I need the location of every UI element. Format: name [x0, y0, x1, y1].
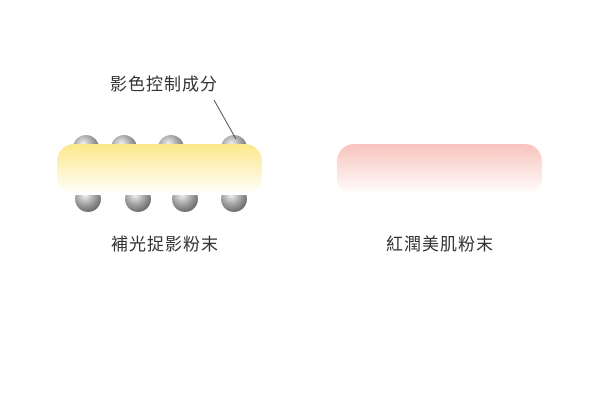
caption-rosy-powder: 紅潤美肌粉末	[386, 235, 494, 255]
annotation-leader-line	[213, 99, 237, 140]
yellow-powder-bar	[57, 144, 262, 195]
annotation-label: 影色控制成分	[110, 75, 218, 95]
caption-brightening-powder: 補光捉影粉末	[111, 235, 219, 255]
pink-powder-bar	[337, 144, 542, 195]
